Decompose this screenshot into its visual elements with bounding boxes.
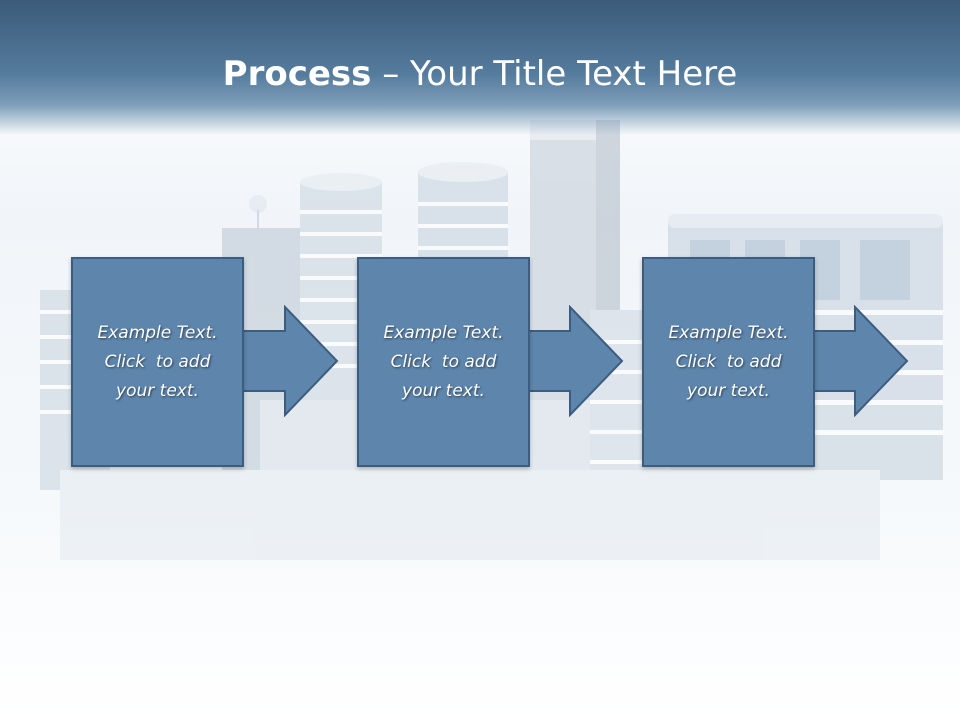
arrow-right-icon — [240, 305, 339, 417]
step-text: Example Text. Click to add your text. — [369, 319, 519, 406]
arrow-right-icon — [525, 305, 624, 417]
slide-title[interactable]: Process – Your Title Text Here — [0, 54, 960, 94]
step-line: Example Text. — [383, 322, 504, 343]
title-band — [0, 0, 960, 135]
step-line: your text. — [116, 380, 199, 401]
step-line: Click to add — [104, 351, 211, 372]
step-line: Example Text. — [97, 322, 218, 343]
step-line: Click to add — [390, 351, 497, 372]
title-bold: Process — [222, 54, 372, 94]
step-text: Example Text. Click to add your text. — [83, 319, 233, 406]
step-text: Example Text. Click to add your text. — [654, 319, 804, 406]
step-line: your text. — [402, 380, 485, 401]
process-step-1[interactable]: Example Text. Click to add your text. — [71, 257, 244, 467]
step-line: Click to add — [675, 351, 782, 372]
step-line: your text. — [687, 380, 770, 401]
title-text: Your Title Text Here — [410, 54, 738, 94]
arrow-right-icon — [810, 305, 909, 417]
process-step-2[interactable]: Example Text. Click to add your text. — [357, 257, 530, 467]
title-separator: – — [371, 54, 411, 94]
step-line: Example Text. — [668, 322, 789, 343]
process-step-3[interactable]: Example Text. Click to add your text. — [642, 257, 815, 467]
